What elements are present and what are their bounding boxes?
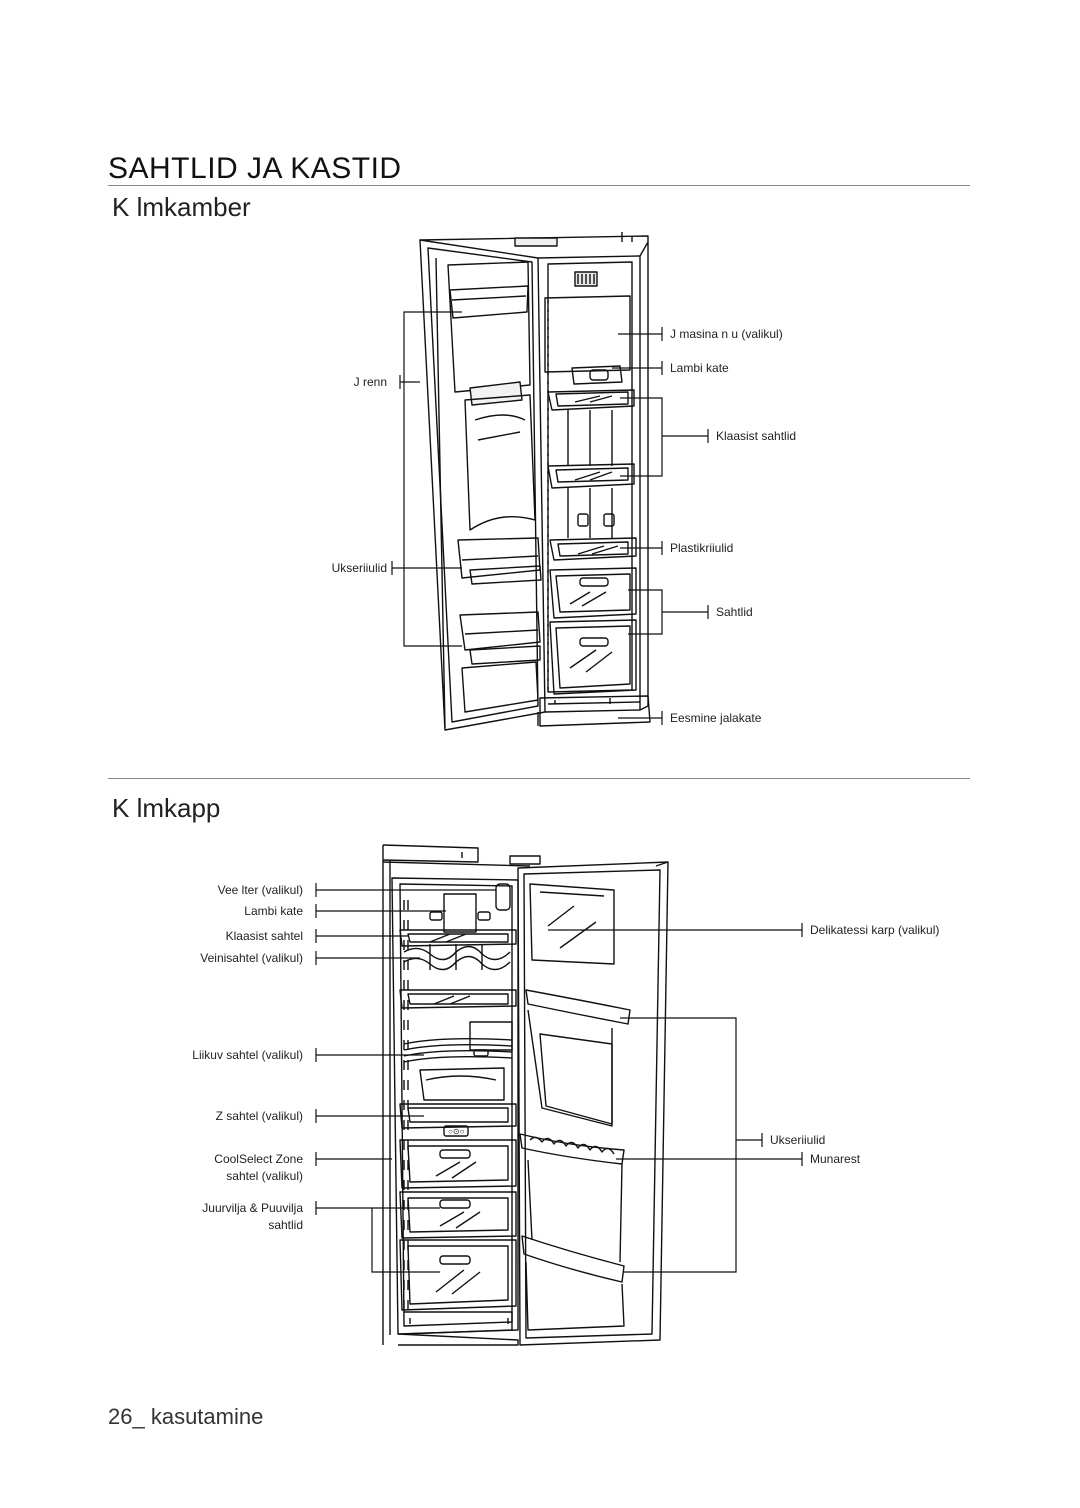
freezer-section-title: K lmkamber [112,192,251,222]
page-title: SAHTLID JA KASTID [108,152,402,185]
label-ice-maker: J masina n u (valikul) [670,327,783,341]
label-egg-tray: Munarest [810,1152,861,1166]
fridge-leader-lines [315,883,803,1273]
freezer-leader-lines [391,311,709,725]
page-number: 26_ [108,1404,145,1429]
title-rule [108,185,970,186]
section-divider [108,778,970,779]
label-vegetable-line1: Juurvilja & Puuvilja [202,1201,303,1215]
label-deli-box: Delikatessi karp (valikul) [810,923,939,937]
label-water-filter: Vee lter (valikul) [218,883,303,897]
label-vegetable-line2: sahtlid [268,1218,303,1232]
label-plastic-shelves: Plastikriiulid [670,541,733,555]
label-front-leg-cover: Eesmine jalakate [670,711,762,725]
freezer-illustration [419,232,651,731]
label-glass-shelf: Klaasist sahtel [226,929,303,943]
label-fridge-door-shelves: Ukseriiulid [770,1133,825,1147]
fridge-section-title: K lmkapp [112,793,221,823]
label-fridge-lamp-cover: Lambi kate [244,904,303,918]
label-door-shelves: Ukseriiulid [332,561,387,575]
label-lamp-cover: Lambi kate [670,361,729,375]
label-sliding-shelf: Liikuv sahtel (valikul) [192,1048,303,1062]
label-coolselect-line1: CoolSelect Zone [214,1152,303,1166]
page-footer: 26_ kasutamine [108,1404,263,1430]
control-glyph: ○⊙○ [448,1127,465,1136]
label-wine-shelf: Veinisahtel (valikul) [200,951,303,965]
fridge-illustration: ○⊙○ [382,844,669,1346]
label-glass-shelves: Klaasist sahtlid [716,429,796,443]
label-ice-chute: J renn [354,375,387,389]
label-coolselect-line2: sahtel (valikul) [226,1169,303,1183]
footer-section: kasutamine [144,1404,264,1429]
label-drawers: Sahtlid [716,605,753,619]
label-z-shelf: Z sahtel (valikul) [216,1109,303,1123]
